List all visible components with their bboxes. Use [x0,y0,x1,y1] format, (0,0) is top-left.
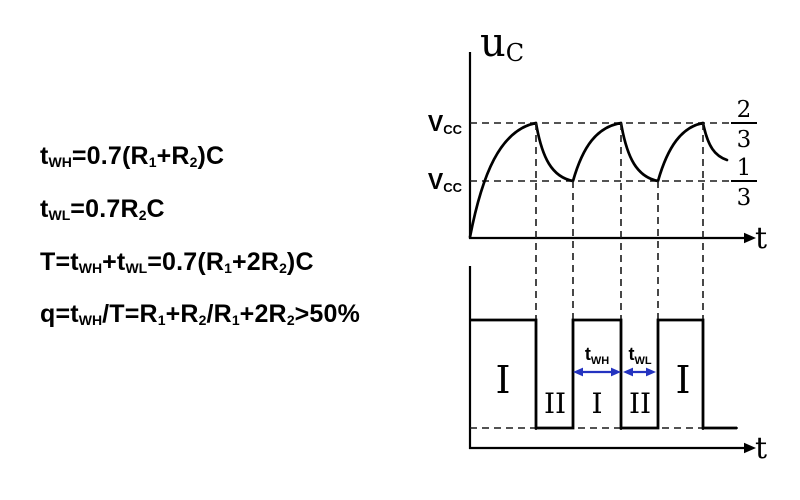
output-time-axis-label: t [755,431,767,466]
twl-double-arrow-icon [623,367,656,377]
output-x-axis-arrow-icon [744,442,756,454]
formula-panel: tWH=0.7(R1+R2)C tWL=0.7R2C T=tWH+tWL=0.7… [40,142,360,353]
formula-twh: tWH=0.7(R1+R2)C [40,142,225,171]
fraction-two-thirds: 2 3 [731,97,757,153]
fraction-two-thirds-numerator: 2 [737,97,752,123]
vcc-lower-main: V [428,168,444,194]
fraction-one-third-numerator: 1 [737,155,752,181]
twh-label-main: t [585,344,591,364]
twh-arrow-left-head [573,367,583,377]
vcc-upper-sub: CC [443,122,462,137]
uc-label-sub: C [506,39,524,67]
formula-twl: tWL=0.7R2C [40,194,165,223]
vcc-upper-label: VCC [428,110,463,137]
region-label: II [544,387,566,420]
twh-arrow-right-head [611,367,621,377]
formula-period: T=tWH+tWL=0.7(R1+2R2)C [40,247,314,276]
fraction-two-thirds-denominator: 3 [737,127,752,153]
twh-interval-label: tWH [585,344,609,367]
region-label: I [675,358,690,402]
fraction-one-third-denominator: 3 [737,185,752,211]
output-graph: I II I II I tWH tWL t [468,266,767,466]
vcc-upper-main: V [428,110,444,136]
twl-arrow-left-head [623,367,633,377]
vcc-lower-sub: CC [443,180,462,195]
uc-axis-label: uC [480,20,524,67]
uc-time-axis-label: t [755,221,767,256]
formula-duty-cycle: q=tWH/T=R1+R2/R1+2R2>50% [40,300,361,329]
output-square-waveform [470,318,737,430]
twh-double-arrow-icon [573,367,621,377]
vcc-lower-label: VCC [428,168,463,195]
region-label: I [591,387,602,420]
twl-label-main: t [628,344,634,364]
twl-interval-label: tWL [628,344,651,367]
twl-arrow-right-head [646,367,656,377]
region-label: II [629,387,651,420]
twl-label-sub: WL [634,355,651,367]
uc-graph: uC VCC VCC 2 3 1 3 t [428,20,767,256]
twh-label-sub: WH [591,355,609,367]
uc-label-main: u [480,20,506,66]
fraction-one-third: 1 3 [731,155,757,211]
capacitor-voltage-waveform [468,121,729,239]
region-label: I [495,358,510,402]
uc-x-axis-arrow-icon [744,232,756,244]
